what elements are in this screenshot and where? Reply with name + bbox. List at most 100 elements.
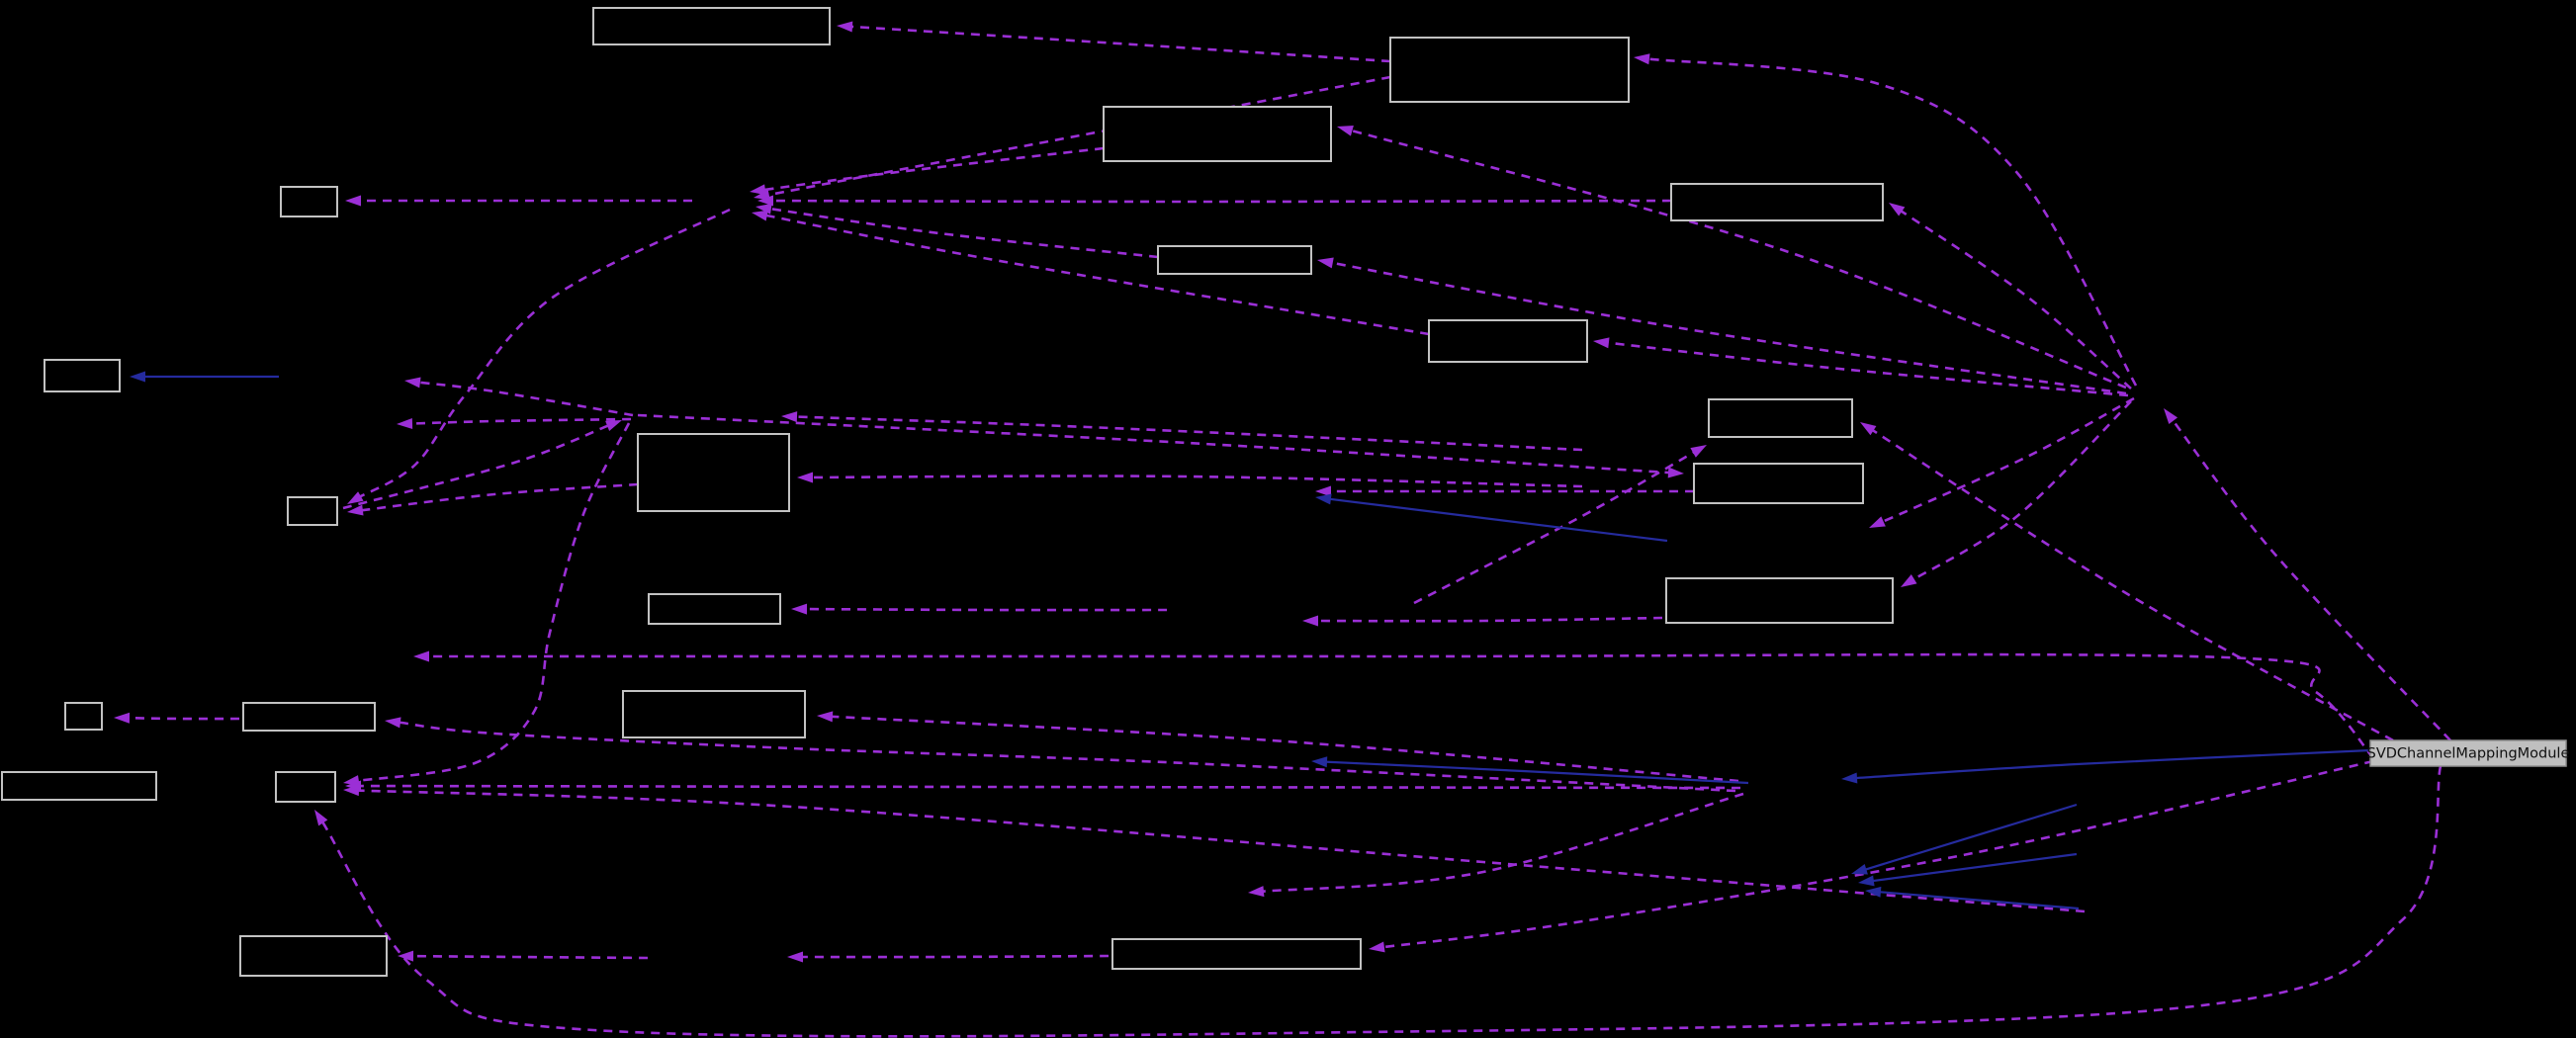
graph-node-j[interactable] — [637, 433, 790, 512]
usage-edge — [426, 652, 2374, 759]
usage-edge — [1899, 209, 2132, 389]
usage-edge — [1381, 759, 2374, 949]
arrowhead-icon — [1841, 772, 1858, 784]
arrowhead-icon — [752, 210, 768, 221]
arrowhead-icon — [1315, 485, 1331, 497]
arrowhead-icon — [413, 650, 429, 662]
node-rect[interactable] — [1111, 938, 1362, 970]
highlighted-node-rect[interactable] — [2369, 739, 2567, 767]
node-rect[interactable] — [1708, 398, 1853, 438]
arrowhead-icon — [1315, 493, 1332, 505]
graph-node-f[interactable] — [1157, 245, 1312, 275]
node-rect[interactable] — [622, 690, 806, 738]
node-rect[interactable] — [242, 702, 376, 732]
arrowhead-icon — [347, 491, 364, 504]
node-rect[interactable] — [1428, 319, 1588, 363]
arrowhead-icon — [1865, 886, 1882, 898]
module-node-svdchannelmapping[interactable]: SVDChannelMappingModule — [2367, 739, 2570, 767]
graph-node-d[interactable] — [280, 186, 338, 217]
graph-node-g[interactable] — [1428, 319, 1588, 363]
usage-edge — [409, 417, 632, 425]
usage-edge — [320, 765, 2443, 1038]
node-rect[interactable] — [1103, 106, 1332, 162]
node-rect[interactable] — [64, 702, 103, 731]
usage-edge — [762, 146, 1105, 192]
usage-edge — [794, 415, 1583, 452]
usage-edge — [764, 214, 1430, 336]
node-rect[interactable] — [1693, 463, 1864, 504]
graph-node-a[interactable] — [592, 7, 831, 45]
graph-node-k[interactable] — [1693, 463, 1864, 504]
arrowhead-icon — [837, 21, 853, 33]
arrowhead-icon — [347, 504, 364, 516]
node-rect[interactable] — [239, 935, 388, 977]
graph-node-s[interactable] — [275, 771, 336, 803]
inheritance-edge — [1324, 760, 1749, 785]
arrowhead-icon — [397, 418, 413, 430]
usage-edge — [360, 482, 639, 512]
usage-edge — [804, 607, 1168, 612]
node-rect[interactable] — [1, 771, 157, 801]
usage-edge — [849, 25, 1391, 63]
graph-node-q[interactable] — [622, 690, 806, 738]
arrowhead-icon — [1302, 615, 1318, 627]
graph-node-o[interactable] — [64, 702, 103, 731]
arrowhead-icon — [345, 780, 362, 792]
arrowhead-icon — [1634, 53, 1650, 65]
graph-node-n[interactable] — [648, 593, 781, 625]
node-rect[interactable] — [637, 433, 790, 512]
graph-node-u[interactable] — [1111, 938, 1362, 970]
graph-node-t[interactable] — [239, 935, 388, 977]
usage-edge — [830, 715, 1739, 783]
node-rect[interactable] — [592, 7, 831, 45]
arrowhead-icon — [781, 411, 798, 423]
arrowhead-icon — [1690, 445, 1707, 458]
usage-edge — [127, 716, 240, 721]
arrowhead-icon — [1593, 337, 1610, 349]
node-rect[interactable] — [648, 593, 781, 625]
arrowhead-icon — [1901, 573, 1917, 587]
arrowhead-icon — [1317, 257, 1334, 269]
graph-node-c[interactable] — [1103, 106, 1332, 162]
usage-edge — [1871, 428, 2394, 742]
graph-node-e[interactable] — [1670, 183, 1884, 221]
inheritance-edge — [1854, 748, 2371, 780]
usage-edge — [356, 789, 2086, 913]
node-rect[interactable] — [44, 359, 121, 392]
graph-node-r[interactable] — [1, 771, 157, 801]
usage-edge — [417, 381, 634, 417]
node-rect[interactable] — [1157, 245, 1312, 275]
usage-edge — [2171, 418, 2451, 741]
graph-node-p[interactable] — [242, 702, 376, 732]
graph-node-i[interactable] — [1708, 398, 1853, 438]
inheritance-edge — [1871, 852, 2078, 883]
arrowhead-icon — [2164, 408, 2178, 425]
usage-edge — [800, 954, 1110, 959]
arrowhead-icon — [750, 184, 766, 196]
usage-edge — [398, 721, 1736, 793]
arrowhead-icon — [1248, 886, 1265, 898]
node-rect[interactable] — [280, 186, 338, 217]
node-rect[interactable] — [1670, 183, 1884, 221]
node-rect[interactable] — [287, 496, 338, 526]
arrowhead-icon — [114, 712, 131, 724]
usage-edge — [1350, 129, 2127, 389]
node-label: SVDChannelMappingModule — [2367, 746, 2570, 762]
graph-node-m[interactable] — [1665, 577, 1894, 624]
usage-edge — [1606, 341, 2129, 397]
arrowhead-icon — [791, 603, 808, 615]
usage-edge — [810, 475, 1583, 488]
graph-node-h[interactable] — [44, 359, 121, 392]
node-rect[interactable] — [1389, 37, 1630, 103]
arrowhead-icon — [314, 810, 328, 826]
usage-edge — [356, 422, 631, 783]
node-rect[interactable] — [275, 771, 336, 803]
arrowhead-icon — [1337, 125, 1354, 136]
usage-edge — [770, 199, 1672, 204]
node-rect[interactable] — [1665, 577, 1894, 624]
usage-edge — [1911, 400, 2132, 581]
graph-node-l[interactable] — [287, 496, 338, 526]
usage-edge — [1413, 450, 1696, 605]
graph-node-b[interactable] — [1389, 37, 1630, 103]
